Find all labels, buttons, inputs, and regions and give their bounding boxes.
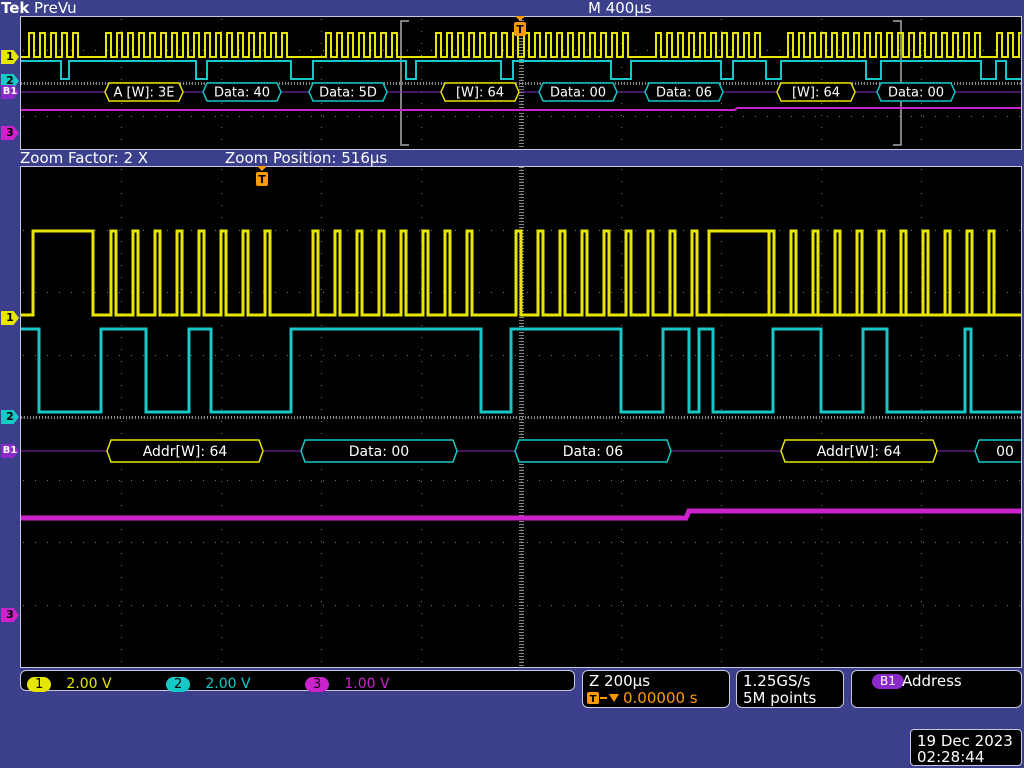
ch3-scale[interactable]: 3 1.00 V bbox=[305, 673, 390, 692]
overview-packet-label-2: Data: 5D bbox=[319, 86, 377, 101]
overview-packet-label-7: Data: 00 bbox=[888, 86, 944, 101]
zoom-packet-label-2: Data: 06 bbox=[563, 444, 624, 460]
overview-packet-7 bbox=[876, 82, 956, 102]
overview-packet-0 bbox=[104, 82, 184, 102]
zoom-packet-label-0: Addr[W]: 64 bbox=[143, 444, 228, 460]
ch3-zoom-trace bbox=[21, 508, 1021, 521]
overview-waveforms: A [W]: 3E Data: 40 Data: 5D [W]: 64 Data: 00… bbox=[21, 17, 1021, 147]
zoom-position-label: Zoom Position: 516µs bbox=[225, 149, 388, 167]
zoom-factor-label: Zoom Factor: 2 X bbox=[20, 149, 149, 167]
overview-packet-6 bbox=[776, 82, 856, 102]
zoom-waveform-panel[interactable]: Addr[W]: 64 Data: 00 Data: 06 Addr[W]: 64 00 bbox=[20, 166, 1022, 668]
bus-overview-marker[interactable]: B1 bbox=[1, 85, 19, 99]
ch2-overview-marker[interactable]: 2 bbox=[1, 74, 19, 88]
overview-packet-3 bbox=[440, 82, 520, 102]
overview-packet-4 bbox=[538, 82, 618, 102]
ch3-overview-marker[interactable]: 3 bbox=[1, 126, 19, 140]
ch1-zoom-marker[interactable]: 1 bbox=[1, 311, 19, 325]
bus-zoom-marker[interactable]: B1 bbox=[1, 444, 19, 458]
overview-packet-1 bbox=[202, 82, 282, 102]
ch2-badge: 2 bbox=[166, 677, 191, 692]
overview-packet-label-3: [W]: 64 bbox=[456, 86, 504, 101]
overview-packet-2 bbox=[308, 82, 388, 102]
ch1-overview-trace bbox=[21, 32, 1021, 58]
ch3-zoom-marker[interactable]: 3 bbox=[1, 608, 19, 622]
ch1-zoom-trace bbox=[21, 229, 1021, 317]
record-length: 5M points bbox=[743, 689, 817, 707]
ch1-scale-value: 2.00 V bbox=[66, 676, 112, 692]
acquisition-mode: PreVu bbox=[34, 0, 77, 17]
overview-packet-label-1: Data: 40 bbox=[214, 86, 270, 101]
time: 02:28:44 bbox=[917, 748, 985, 766]
date-time-readout: 19 Dec 2023 02:28:44 bbox=[910, 729, 1022, 766]
ch3-badge: 3 bbox=[305, 677, 330, 692]
zoom-packet-label-1: Data: 00 bbox=[349, 444, 409, 460]
overview-packet-label-0: A [W]: 3E bbox=[113, 86, 174, 101]
ch2-scale-value: 2.00 V bbox=[205, 676, 251, 692]
trigger-letter: T bbox=[258, 173, 266, 186]
acquisition-readout[interactable]: 1.25GS/s 5M points bbox=[736, 670, 844, 708]
ch2-scale[interactable]: 2 2.00 V bbox=[166, 673, 251, 692]
trigger-letter: T bbox=[516, 23, 524, 36]
zoom-packet-label-3: Addr[W]: 64 bbox=[817, 444, 902, 460]
brand-logo: Tek bbox=[1, 0, 30, 17]
overview-packet-label-6: [W]: 64 bbox=[792, 86, 840, 101]
zoom-window-left-bracket bbox=[400, 20, 409, 146]
ch3-scale-value: 1.00 V bbox=[344, 676, 390, 692]
trigger-position-zoom-icon[interactable]: T bbox=[255, 166, 269, 188]
bus-trigger-readout[interactable]: B1 Address bbox=[851, 670, 1022, 708]
ch2-zoom-trace bbox=[21, 327, 1021, 414]
overview-waveform-panel[interactable]: A [W]: 3E Data: 40 Data: 5D [W]: 64 Data: 00… bbox=[20, 16, 1022, 150]
ch1-badge: 1 bbox=[27, 677, 52, 692]
zoom-packet-3 bbox=[780, 439, 938, 463]
trigger-delay-value: 0.00000 s bbox=[623, 689, 698, 707]
ch1-overview-marker[interactable]: 1 bbox=[1, 50, 19, 64]
timebase-readout: M 400µs bbox=[588, 0, 652, 17]
ch2-overview-trace bbox=[21, 60, 1021, 80]
overview-packet-label-5: Data: 06 bbox=[656, 86, 712, 101]
zoom-scale-value: Z 200µs bbox=[589, 672, 651, 690]
ch2-zoom-marker[interactable]: 2 bbox=[1, 410, 19, 424]
trigger-delay-icon: T bbox=[587, 692, 619, 705]
date: 19 Dec 2023 bbox=[917, 732, 1013, 750]
ch1-scale[interactable]: 1 2.00 V bbox=[27, 673, 112, 692]
overview-packet-label-4: Data: 00 bbox=[550, 86, 606, 101]
zoom-packet-label-4: 00 bbox=[996, 444, 1014, 460]
zoom-packet-4 bbox=[974, 439, 1021, 463]
zoom-packet-2 bbox=[514, 439, 672, 463]
overview-packet-5 bbox=[644, 82, 724, 102]
channel-scale-bar[interactable]: 1 2.00 V 2 2.00 V 3 1.00 V bbox=[20, 670, 575, 692]
ch3-overview-trace bbox=[21, 107, 1021, 111]
zoom-waveforms: Addr[W]: 64 Data: 00 Data: 06 Addr[W]: 64 00 bbox=[21, 167, 1021, 666]
zoom-packet-0 bbox=[106, 439, 264, 463]
trigger-position-overview-icon[interactable]: T bbox=[513, 16, 527, 38]
zoom-packet-1 bbox=[300, 439, 458, 463]
bus-trigger-type: Address bbox=[902, 672, 962, 690]
horizontal-readout[interactable]: Z 200µs T 0.00000 s bbox=[582, 670, 730, 708]
trigger-delay: T 0.00000 s bbox=[587, 690, 698, 706]
bus-badge: B1 bbox=[872, 674, 904, 689]
sample-rate: 1.25GS/s bbox=[743, 672, 811, 690]
svg-text:T: T bbox=[590, 694, 597, 705]
